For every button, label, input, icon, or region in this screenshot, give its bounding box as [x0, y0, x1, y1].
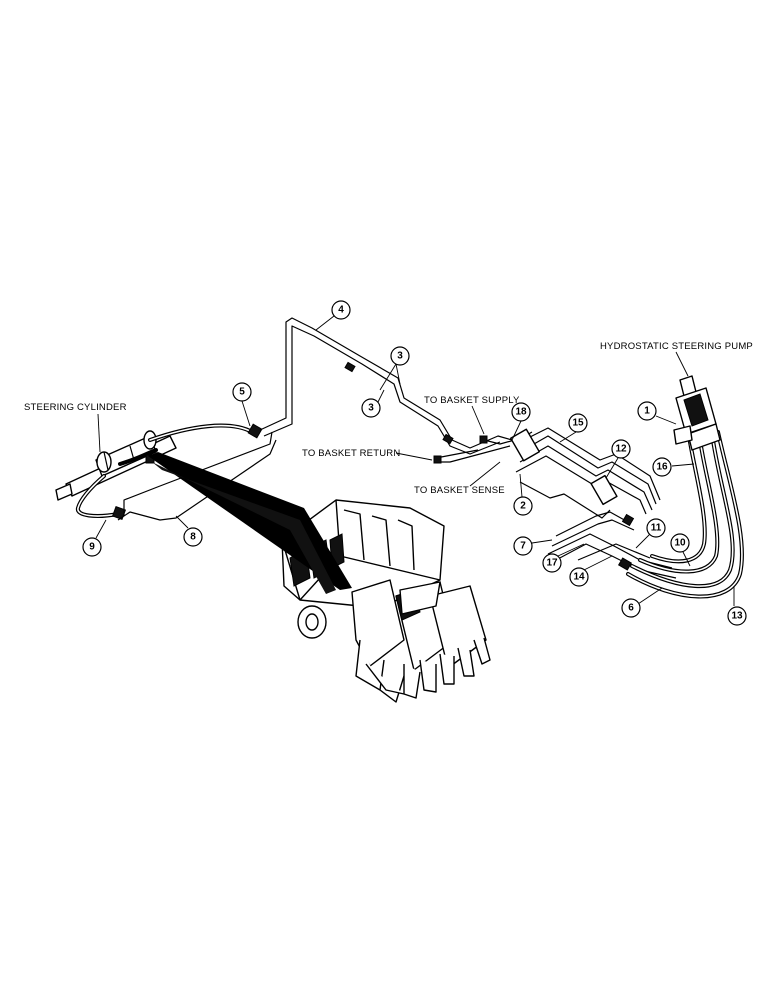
svg-text:4: 4: [338, 305, 344, 316]
svg-text:2: 2: [520, 501, 526, 512]
svg-text:13: 13: [731, 611, 743, 622]
callout-5: [232, 382, 252, 402]
cotton-picker-machine: [281, 499, 491, 703]
svg-text:12: 12: [615, 444, 627, 455]
callout-15: [568, 413, 588, 433]
cylinder-hoses: [76, 423, 263, 521]
callout-3-lower: [361, 398, 381, 418]
svg-text:15: 15: [572, 418, 584, 429]
callout-9: [82, 537, 102, 557]
svg-text:3: 3: [397, 351, 403, 362]
svg-text:6: 6: [628, 603, 634, 614]
label-hydrostatic-pump: HYDROSTATIC STEERING PUMP: [600, 341, 753, 352]
callout-12: [611, 439, 631, 459]
callout-2: [513, 496, 533, 516]
svg-text:5: 5: [239, 387, 245, 398]
svg-text:11: 11: [651, 523, 662, 534]
label-basket-return: TO BASKET RETURN: [302, 448, 400, 459]
callout-14: [569, 567, 589, 587]
svg-text:10: 10: [674, 538, 686, 549]
svg-text:18: 18: [515, 407, 527, 418]
svg-text:16: 16: [656, 462, 668, 473]
callout-4: [331, 300, 351, 320]
steel-tubes: [117, 317, 677, 579]
callout-11: [646, 518, 666, 538]
label-basket-sense: TO BASKET SENSE: [414, 485, 505, 496]
text-labels: STEERING CYLINDER HYDROSTATIC STEERING P…: [24, 341, 753, 496]
callouts: 4 3 3 5 18 15 1 12 16 2: [82, 300, 747, 626]
callout-8: [183, 527, 203, 547]
callout-18: [511, 402, 531, 422]
pump-hoses: [626, 430, 744, 599]
location-arrows: [148, 452, 352, 594]
svg-text:8: 8: [190, 532, 196, 543]
svg-text:17: 17: [546, 558, 558, 569]
callout-6: [621, 598, 641, 618]
label-steering-cylinder: STEERING CYLINDER: [24, 402, 127, 413]
callout-10: [670, 533, 690, 553]
svg-text:3: 3: [368, 403, 374, 414]
svg-text:9: 9: [89, 542, 95, 553]
callout-1: [637, 401, 657, 421]
svg-text:14: 14: [573, 572, 585, 583]
callout-16: [652, 457, 672, 477]
callout-17: [542, 553, 562, 573]
callout-7: [513, 536, 533, 556]
label-basket-supply: TO BASKET SUPPLY: [424, 395, 520, 406]
callout-3-upper: [390, 346, 410, 366]
callout-13: [727, 606, 747, 626]
svg-text:1: 1: [644, 406, 650, 417]
svg-text:7: 7: [520, 541, 526, 552]
hydrostatic-steering-pump: [673, 375, 721, 451]
